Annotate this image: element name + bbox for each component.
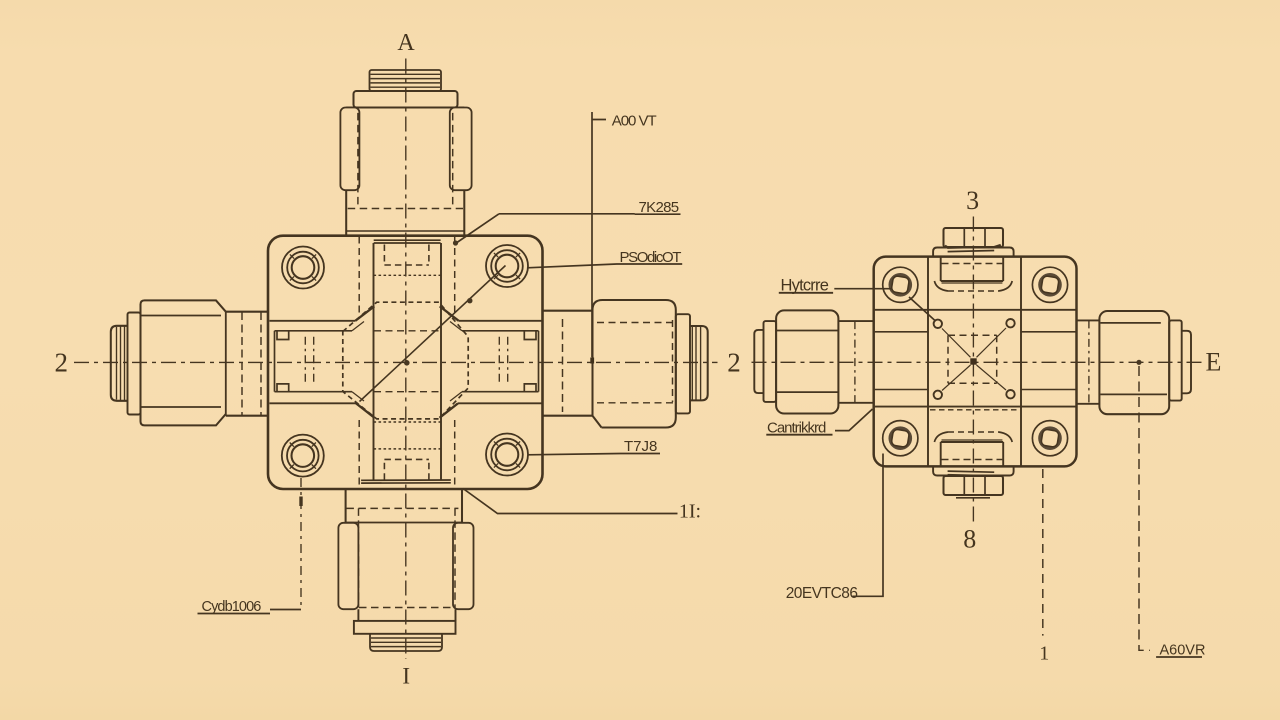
svg-text:2: 2 (54, 347, 68, 377)
svg-text:PSOdicOT: PSOdicOT (620, 249, 682, 266)
svg-text:A60VR: A60VR (1160, 643, 1206, 659)
svg-text:1: 1 (1039, 643, 1049, 665)
svg-text:3: 3 (966, 186, 979, 215)
svg-text:A00 VT: A00 VT (612, 112, 657, 129)
svg-text:E: E (1205, 348, 1221, 377)
svg-text:I: I (402, 664, 410, 689)
svg-text:7K285: 7K285 (639, 199, 679, 216)
svg-text:2: 2 (727, 348, 741, 378)
svg-text:1I:: 1I: (679, 501, 701, 523)
svg-text:T7J8: T7J8 (624, 438, 657, 455)
svg-text:Cydb1006: Cydb1006 (202, 599, 262, 615)
svg-text:Hytcrre: Hytcrre (781, 277, 829, 295)
svg-text:Cantrikkrd: Cantrikkrd (767, 420, 826, 437)
svg-text:A: A (397, 30, 415, 56)
svg-text:8: 8 (963, 525, 976, 554)
svg-text:20EVTC86: 20EVTC86 (786, 585, 858, 602)
